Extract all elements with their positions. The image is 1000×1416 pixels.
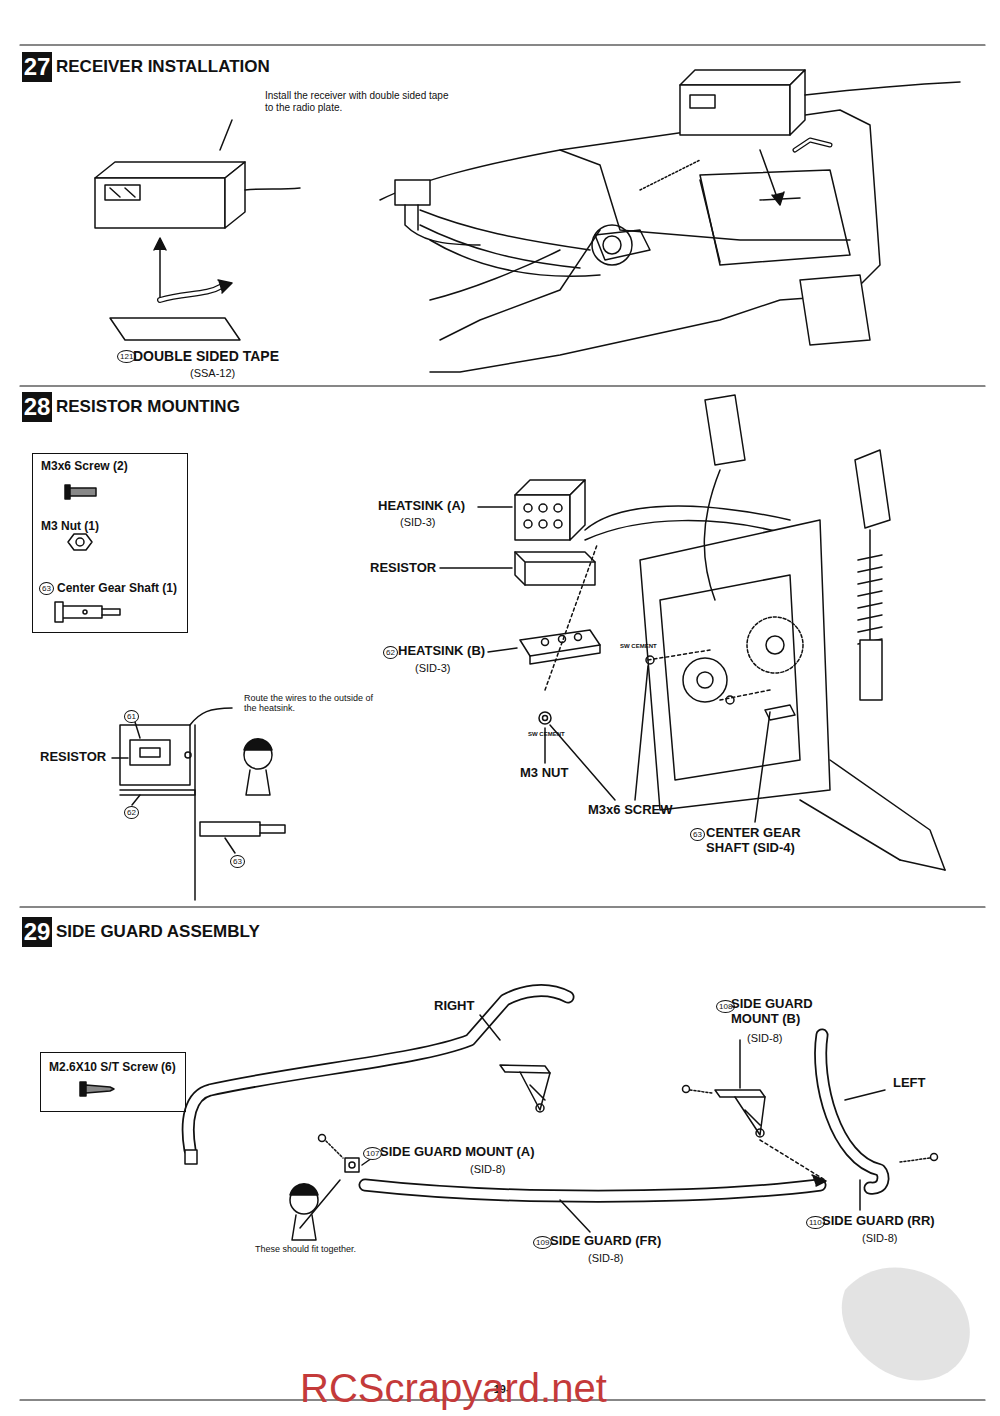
cement-note: SW CEMENT [528, 731, 565, 738]
part-count: M3x6 Screw (2) [41, 460, 128, 474]
part-label: HEATSINK (A) [378, 499, 465, 514]
part-label: CENTER GEAR SHAFT (SID-4) [706, 826, 818, 856]
part-label: DOUBLE SIDED TAPE [133, 348, 279, 364]
part-count: Center Gear Shaft (1) [57, 582, 177, 596]
callout-number: 63 [690, 828, 705, 841]
part-label: M3 NUT [520, 766, 568, 781]
part-label: SIDE GUARD MOUNT (B) [731, 997, 831, 1027]
instruction-note: Install the receiver with double sided t… [265, 90, 455, 113]
part-label: RESISTOR [40, 750, 106, 765]
instruction-note: These should fit together. [255, 1244, 356, 1254]
instruction-note: Route the wires to the outside of the he… [244, 693, 379, 714]
part-label: (SID-8) [747, 1032, 782, 1045]
part-label: LEFT [893, 1076, 926, 1091]
part-label: (SID-8) [862, 1232, 897, 1245]
callout-number: 63 [39, 582, 54, 595]
part-label: (SID-3) [415, 662, 450, 675]
part-label: (SSA-12) [190, 367, 235, 380]
step-number: 29 [22, 917, 52, 947]
part-count: M3 Nut (1) [41, 520, 99, 534]
part-label: (SID-8) [470, 1163, 505, 1176]
step-title: SIDE GUARD ASSEMBLY [56, 922, 260, 942]
step-number: 27 [22, 52, 52, 82]
callout-number: 110 [806, 1216, 825, 1229]
part-label: M3x6 SCREW [588, 803, 673, 818]
step-title: RECEIVER INSTALLATION [56, 57, 270, 77]
part-label: RIGHT [434, 999, 474, 1014]
part-label: SIDE GUARD (FR) [550, 1234, 661, 1249]
part-label: RESISTOR [370, 561, 436, 576]
step-number: 28 [22, 392, 52, 422]
parts-box: M2.6X10 S/T Screw (6) [40, 1052, 186, 1112]
parts-box: M3x6 Screw (2) M3 Nut (1) 63Center Gear Sh… [32, 453, 188, 633]
callout-number: 62 [383, 646, 398, 659]
callout-number: 109 [533, 1236, 552, 1249]
callout-number: 107 [363, 1147, 382, 1160]
cement-note: SW CEMENT [620, 643, 657, 650]
part-label: SIDE GUARD MOUNT (A) [380, 1145, 535, 1160]
part-label: HEATSINK (B) [398, 644, 485, 659]
part-label: (SID-3) [400, 516, 435, 529]
callout-number: 63 [230, 855, 245, 868]
section-heading: 27RECEIVER INSTALLATION [22, 52, 270, 82]
watermark: RCScrapyard.net [300, 1365, 607, 1411]
callout-number: 62 [124, 806, 139, 819]
section-heading: 29SIDE GUARD ASSEMBLY [22, 917, 260, 947]
part-label: SIDE GUARD (RR) [822, 1214, 935, 1229]
part-count: M2.6X10 S/T Screw (6) [49, 1061, 176, 1075]
section-heading: 28RESISTOR MOUNTING [22, 392, 240, 422]
part-label: (SID-8) [588, 1252, 623, 1265]
step-title: RESISTOR MOUNTING [56, 397, 240, 417]
callout-number: 61 [124, 710, 139, 723]
